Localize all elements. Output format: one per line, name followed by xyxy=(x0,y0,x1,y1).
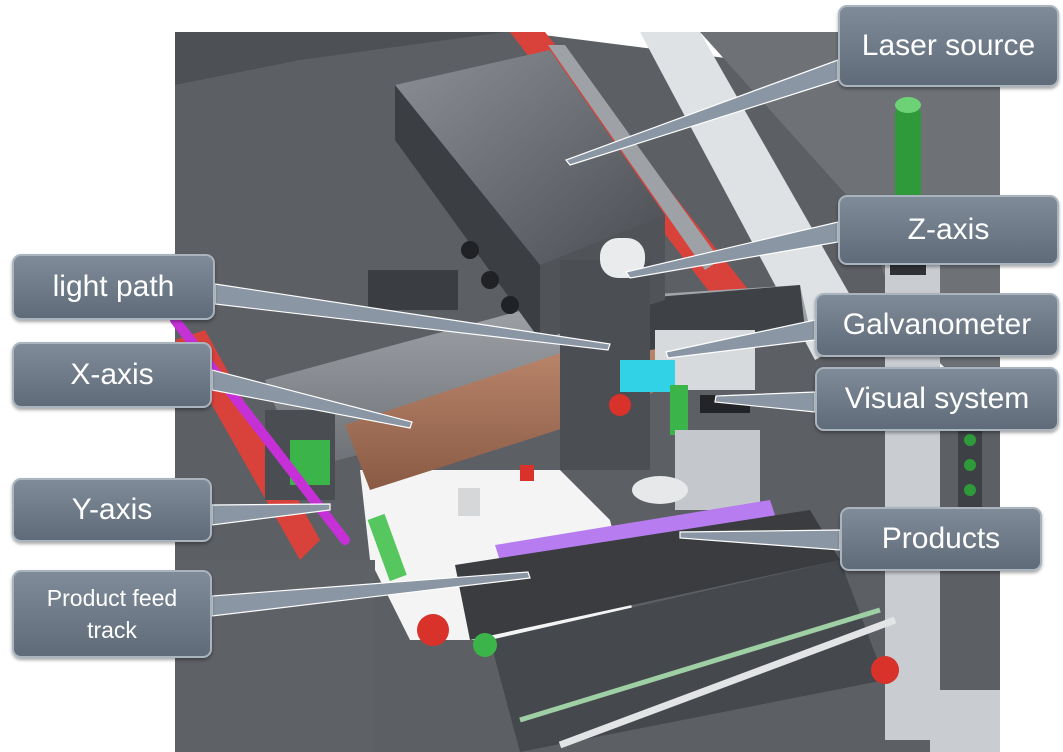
label-products: Products xyxy=(840,507,1042,571)
label-z-axis-text: Z-axis xyxy=(907,213,990,247)
top-cover-panel xyxy=(175,32,505,85)
label-z-axis: Z-axis xyxy=(838,195,1059,265)
label-light-path: light path xyxy=(12,254,215,320)
label-y-axis-text: Y-axis xyxy=(71,493,153,527)
leader-x-axis xyxy=(211,369,413,429)
label-laser-source: Laser source xyxy=(838,5,1059,87)
label-light-path-text: light path xyxy=(52,270,175,304)
label-galvanometer: Galvanometer xyxy=(815,293,1059,357)
label-product-feed-track: Product feed track xyxy=(12,570,212,658)
label-visual-system: Visual system xyxy=(815,367,1059,431)
leader-products xyxy=(679,529,841,551)
label-laser-source-text: Laser source xyxy=(861,29,1036,63)
label-x-axis: X-axis xyxy=(12,342,212,408)
leader-light-path xyxy=(214,283,611,351)
label-product-feed-track-line2: track xyxy=(87,617,137,643)
label-galvanometer-text: Galvanometer xyxy=(842,308,1032,342)
label-x-axis-text: X-axis xyxy=(70,358,154,392)
laser-source-box xyxy=(395,50,665,265)
label-products-text: Products xyxy=(881,522,1001,556)
leader-z-axis xyxy=(625,221,839,279)
label-visual-system-text: Visual system xyxy=(844,382,1030,416)
green-signal-tower xyxy=(895,105,921,215)
leader-galvanometer xyxy=(665,319,816,359)
leader-product-feed-track xyxy=(211,571,531,617)
visual-system-camera xyxy=(675,430,760,510)
label-y-axis: Y-axis xyxy=(12,478,212,542)
leader-visual-system xyxy=(714,391,816,413)
linear-rail-right xyxy=(548,45,720,270)
label-product-feed-track-line1: Product feed xyxy=(46,584,178,611)
leader-y-axis xyxy=(211,503,331,526)
leader-laser-source xyxy=(565,59,839,166)
